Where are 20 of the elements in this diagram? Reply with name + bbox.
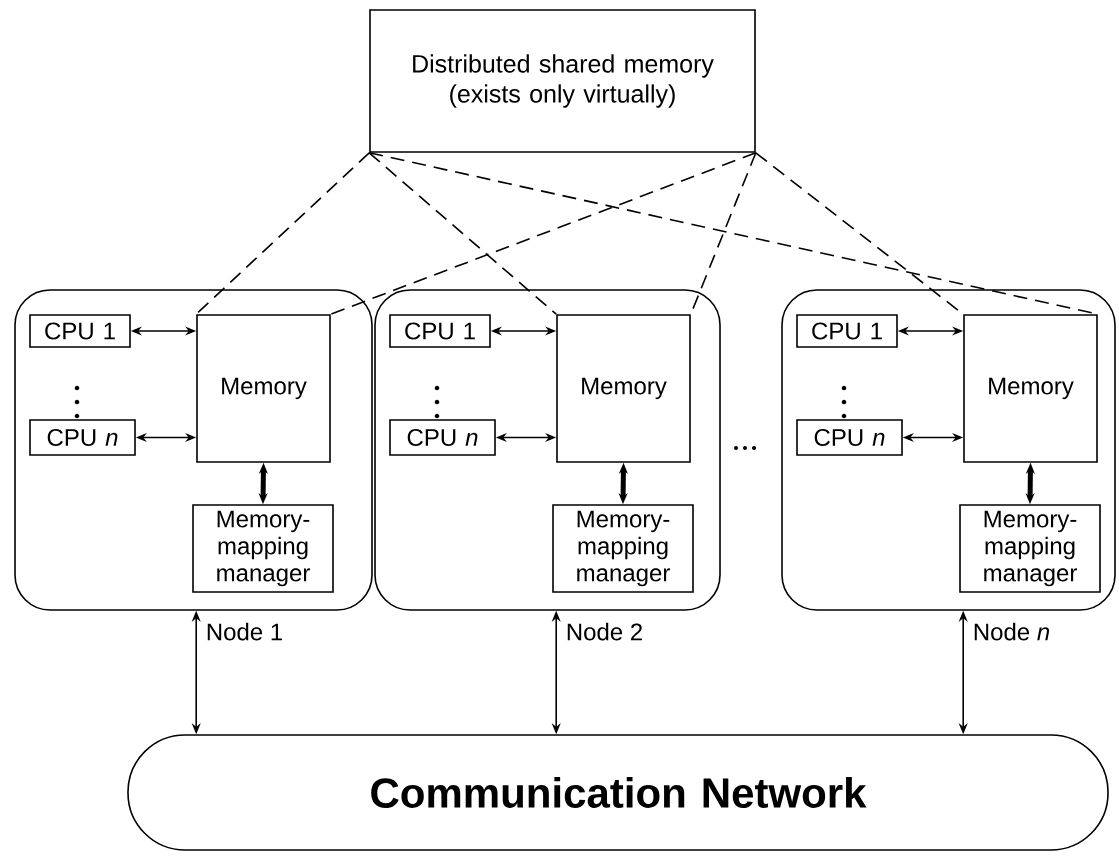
manager-box: Memory- mapping manager	[192, 504, 334, 593]
manager-box: Memory- mapping manager	[552, 504, 694, 593]
cpu-box: CPU n	[389, 419, 496, 456]
cpu-box: CPU n	[29, 419, 136, 456]
cpu-box: CPU 1	[796, 314, 898, 348]
node-label: Node n	[974, 622, 1050, 641]
memory-box: Memory	[556, 314, 691, 463]
node-label: Node 1	[207, 622, 282, 641]
node-label: Node 2	[567, 622, 642, 641]
cpu-box: CPU n	[796, 419, 903, 456]
cpu-box: CPU 1	[389, 314, 491, 348]
network-bus: Communication Network	[127, 734, 1109, 851]
memory-box: Distributed shared memory (exists only virtually)	[369, 9, 756, 153]
memory-box: Memory	[963, 314, 1098, 463]
manager-box: Memory- mapping manager	[959, 504, 1101, 593]
memory-box: Memory	[196, 314, 331, 463]
dashed-line	[195, 152, 370, 315]
dashed-line	[368, 152, 557, 315]
dashed-line	[330, 152, 757, 315]
cpu-box: CPU 1	[29, 314, 131, 348]
